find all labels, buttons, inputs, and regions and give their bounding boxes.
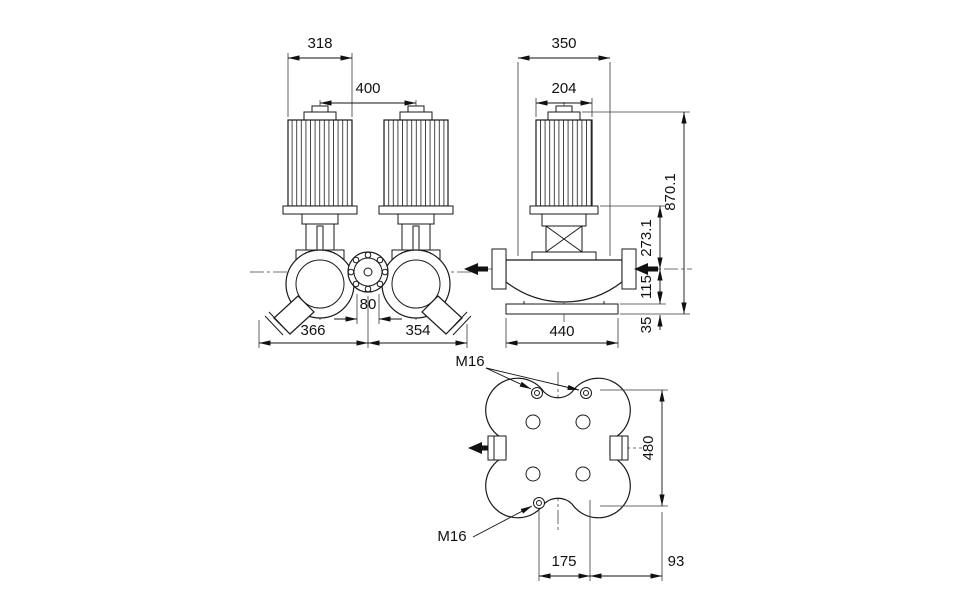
plan-port-west bbox=[487, 435, 507, 461]
plan-casing-outline bbox=[485, 377, 631, 519]
plan-bolt-spacing-dim: 175 bbox=[551, 553, 576, 570]
side-casing-depth-dim: 350 bbox=[551, 35, 576, 52]
flow-direction-arrow-plan bbox=[468, 442, 488, 454]
volutes bbox=[264, 249, 472, 336]
side-motor-flange bbox=[529, 205, 599, 215]
side-port-centre-height-dim: 115 bbox=[638, 275, 655, 299]
motor-right-cap bbox=[399, 111, 433, 121]
side-casing bbox=[491, 248, 637, 315]
motor-left-body bbox=[287, 119, 353, 207]
bolt-holes bbox=[525, 414, 591, 482]
side-motor bbox=[529, 105, 599, 261]
side-motor-cap bbox=[547, 111, 581, 121]
side-motor-flange-height-dim: 273.1 bbox=[638, 219, 655, 257]
plan-view-dimensions: M16 M16 480 175 93 bbox=[437, 353, 684, 581]
plan-view bbox=[468, 372, 642, 532]
suction-port-right bbox=[421, 295, 463, 335]
side-motor-body bbox=[535, 119, 593, 207]
motor-left-flange bbox=[282, 205, 358, 215]
side-coupling bbox=[541, 213, 587, 227]
front-view-dimensions: 318 400 80 366 354 bbox=[258, 35, 468, 348]
side-overall-height-dim: 870.1 bbox=[662, 173, 679, 211]
coupling-left bbox=[301, 213, 339, 225]
m16-tapped-holes bbox=[531, 387, 592, 509]
front-head-spacing-dim: 400 bbox=[355, 80, 380, 97]
front-view bbox=[250, 100, 474, 336]
plan-port-east bbox=[609, 435, 629, 461]
port-flange-left bbox=[491, 248, 507, 290]
plan-thread-bottom-label: M16 bbox=[437, 528, 466, 545]
motor-left-knob bbox=[311, 105, 329, 113]
front-width-left-dim: 366 bbox=[300, 322, 325, 339]
plan-thread-top-label: M16 bbox=[455, 353, 484, 370]
motor-left-cap bbox=[303, 111, 337, 121]
port-flange-right bbox=[621, 248, 637, 290]
side-motor-depth-dim: 204 bbox=[551, 80, 576, 97]
side-view-dimensions: 350 204 870.1 273.1 115 35 440 bbox=[505, 35, 690, 348]
front-motor-width-dim: 318 bbox=[307, 35, 332, 52]
flow-direction-arrow-outlet bbox=[464, 263, 488, 275]
coupling-right bbox=[397, 213, 435, 225]
motor-left bbox=[282, 105, 358, 261]
side-pump-head bbox=[531, 251, 597, 261]
motor-right bbox=[378, 105, 454, 261]
side-base-width-dim: 440 bbox=[549, 323, 574, 340]
side-view bbox=[464, 102, 692, 322]
side-motor-knob bbox=[555, 105, 573, 113]
base-plate bbox=[505, 303, 619, 315]
suction-port-left bbox=[273, 295, 315, 335]
motor-right-knob bbox=[407, 105, 425, 113]
plan-flange-offset-dim: 93 bbox=[668, 553, 685, 570]
motor-right-flange bbox=[378, 205, 454, 215]
shaft-right bbox=[412, 225, 420, 251]
side-volute bbox=[505, 259, 623, 303]
motor-right-body bbox=[383, 119, 449, 207]
plan-bolt-circle-dim: 480 bbox=[640, 435, 657, 460]
side-base-height-dim: 35 bbox=[638, 317, 655, 334]
front-width-right-dim: 354 bbox=[405, 322, 430, 339]
flow-direction-arrow-inlet bbox=[634, 263, 658, 275]
shaft-left bbox=[316, 225, 324, 251]
center-flange bbox=[347, 251, 389, 293]
